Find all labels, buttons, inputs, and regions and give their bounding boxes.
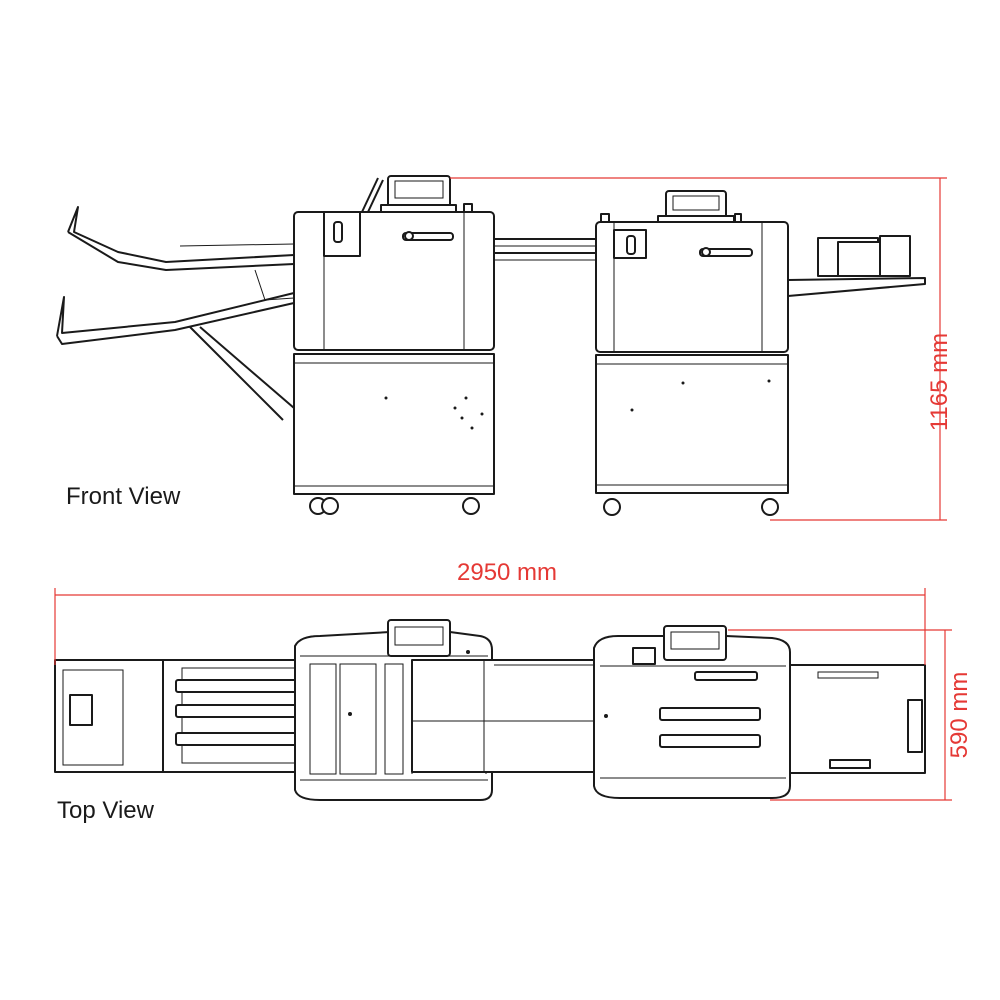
front-left-cabinet	[293, 353, 495, 515]
top-view-label: Top View	[57, 797, 154, 824]
top-delivery-table	[789, 664, 926, 774]
dimension-lines	[54, 177, 952, 801]
front-left-unit	[293, 175, 495, 355]
front-support-leg	[189, 326, 295, 421]
front-delivery-tray	[787, 235, 926, 297]
front-upper-tray	[67, 206, 295, 271]
width-dimension-label: 2950 mm	[457, 559, 558, 586]
top-view	[54, 619, 926, 801]
front-right-cabinet	[595, 354, 789, 516]
depth-dimension-label: 590 mm	[946, 671, 973, 759]
front-view	[56, 175, 926, 516]
top-feed-rails	[175, 679, 297, 746]
front-view-label: Front View	[66, 483, 181, 510]
front-conveyor	[493, 238, 597, 261]
top-conveyor	[411, 659, 595, 773]
front-lower-tray	[56, 269, 295, 345]
height-dimension-label: 1165 mm	[926, 332, 953, 432]
front-right-unit	[595, 190, 789, 353]
top-right-unit	[593, 625, 791, 799]
